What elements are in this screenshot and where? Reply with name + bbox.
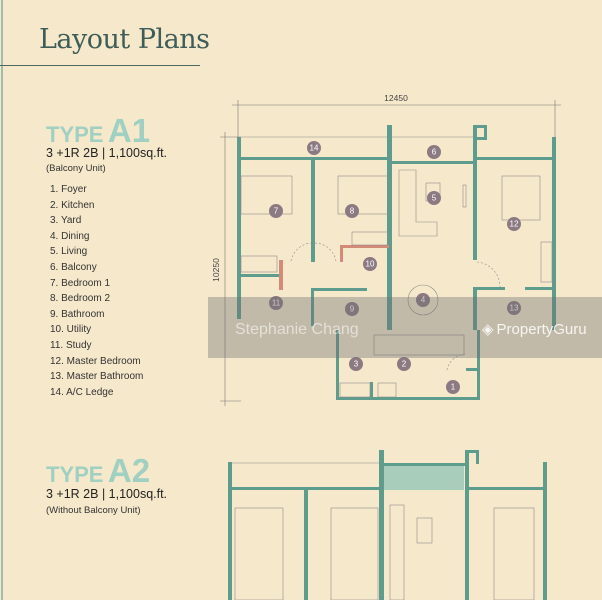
type-a2-spec: 3 +1R 2B | 1,100sq.ft. — [46, 487, 168, 501]
legend-item: 13. Master Bathroom — [50, 371, 144, 383]
legend-item: 10. Utility — [50, 324, 92, 336]
type-a1-spec: 3 +1R 2B | 1,100sq.ft. — [46, 146, 168, 160]
room-marker-13: 13 — [507, 301, 521, 315]
height-dimension: 10250 — [211, 258, 221, 282]
legend-item: 7. Bedroom 1 — [50, 277, 111, 289]
room-marker-10: 10 — [363, 257, 377, 271]
svg-text:1: 1 — [451, 383, 456, 392]
legend-item: 2. Kitchen — [50, 199, 95, 211]
utility-wall — [279, 245, 389, 290]
type-label: TYPE — [46, 122, 104, 147]
room-marker-12: 12 — [507, 217, 521, 231]
dimension-lines — [220, 100, 561, 406]
room-marker-7: 7 — [269, 204, 283, 218]
room-marker-14: 14 — [307, 141, 321, 155]
room-marker-2: 2 — [397, 357, 411, 371]
legend-item: 1. Foyer — [50, 184, 87, 195]
room-marker-9: 9 — [345, 302, 359, 316]
svg-text:14: 14 — [310, 144, 319, 153]
room-marker-3: 3 — [349, 357, 363, 371]
svg-text:8: 8 — [350, 207, 355, 216]
svg-text:6: 6 — [432, 148, 437, 157]
svg-text:10: 10 — [366, 260, 375, 269]
brand-text: PropertyGuru — [496, 320, 587, 338]
width-dimension: 12450 — [384, 93, 408, 103]
legend-item: 4. Dining — [50, 230, 90, 242]
type-a2-heading: TYPE A2 — [46, 452, 150, 490]
agent-watermark: Stephanie Chang — [235, 321, 359, 338]
svg-text:5: 5 — [432, 194, 437, 203]
svg-text:9: 9 — [350, 305, 355, 314]
room-number-markers: 14 6 7 8 5 12 10 11 4 9 13 3 2 1 — [269, 141, 521, 394]
legend-item: 9. Bathroom — [50, 308, 105, 320]
svg-text:2: 2 — [402, 360, 407, 369]
room-marker-6: 6 — [427, 145, 441, 159]
room-marker-5: 5 — [427, 191, 441, 205]
type-code: A2 — [107, 452, 151, 489]
room-marker-4: 4 — [416, 293, 430, 307]
type-a2-subtitle: (Without Balcony Unit) — [46, 505, 141, 516]
svg-text:11: 11 — [272, 299, 281, 308]
legend-item: 8. Bedroom 2 — [50, 293, 111, 305]
watermark-band — [208, 297, 602, 358]
left-border — [1, 0, 3, 600]
legend-item: 6. Balcony — [50, 261, 97, 273]
legend-item: 3. Yard — [50, 215, 82, 227]
a1-walls — [237, 125, 556, 400]
legend-item: 5. Living — [50, 246, 88, 258]
svg-text:13: 13 — [510, 304, 519, 313]
title-divider — [0, 65, 200, 66]
legend-item: 14. A/C Ledge — [50, 386, 114, 398]
room-legend: 1. Foyer 2. Kitchen 3. Yard 4. Dining 5.… — [50, 182, 143, 400]
a2-plan — [228, 450, 547, 600]
svg-text:12: 12 — [510, 220, 519, 229]
legend-item: 11. Study — [50, 339, 92, 351]
svg-text:4: 4 — [421, 296, 426, 305]
propertyguru-watermark: ◈PropertyGuru — [482, 320, 587, 339]
page-title: Layout Plans — [39, 24, 210, 55]
room-marker-11: 11 — [269, 296, 283, 310]
svg-text:7: 7 — [274, 207, 279, 216]
room-marker-8: 8 — [345, 204, 359, 218]
room-marker-1: 1 — [446, 380, 460, 394]
type-code: A1 — [107, 112, 151, 149]
type-label: TYPE — [46, 462, 104, 487]
propertyguru-logo-icon: ◈ — [482, 321, 494, 338]
type-a1-subtitle: (Balcony Unit) — [46, 163, 106, 174]
svg-text:3: 3 — [354, 360, 359, 369]
a1-furniture — [240, 136, 553, 398]
type-a1-heading: TYPE A1 — [46, 112, 150, 150]
legend-item: 12. Master Bedroom — [50, 355, 141, 367]
